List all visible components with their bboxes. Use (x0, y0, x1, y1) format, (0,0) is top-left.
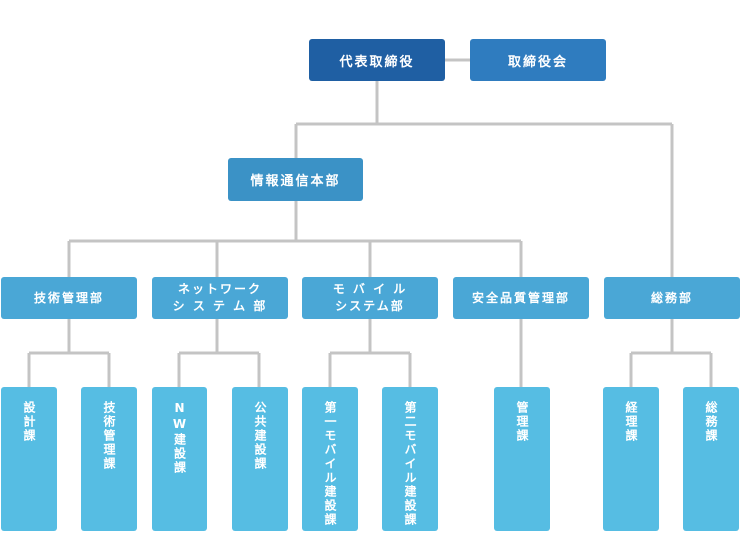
section-label: 経理課 (624, 401, 638, 443)
hq-label: 情報通信本部 (250, 174, 341, 189)
board-label: 取締役会 (507, 54, 568, 70)
dept-label: 安全品質管理部 (471, 290, 570, 305)
section-box-tech-management: 技術管理課 (81, 387, 137, 531)
section-box-accounting: 経理課 (603, 387, 659, 531)
section-label: 第二モバイル建設課 (403, 401, 417, 527)
section-label: 第一モバイル建設課 (323, 401, 337, 527)
ceo-box: 代表取締役 (309, 39, 445, 81)
dept-box-tech-management: 技術管理部 (1, 277, 137, 319)
board-box: 取締役会 (470, 39, 606, 81)
section-label: 公共建設課 (253, 401, 267, 471)
section-label: NW建設課 (172, 401, 187, 475)
section-box-management: 管理課 (494, 387, 550, 531)
section-box-nw-construction: NW建設課 (152, 387, 207, 531)
ceo-label: 代表取締役 (339, 54, 415, 70)
dept-box-general-affairs: 総務部 (604, 277, 740, 319)
section-box-public-construction: 公共建設課 (232, 387, 288, 531)
section-label: 総務課 (704, 401, 718, 443)
hq-box: 情報通信本部 (228, 158, 363, 201)
section-label: 技術管理課 (102, 401, 116, 471)
section-box-design: 設計課 (1, 387, 57, 531)
dept-box-network-system: ネットワーク シ ス テ ム 部 (152, 277, 288, 319)
section-box-mobile-construction-1: 第一モバイル建設課 (302, 387, 358, 531)
dept-label: 技術管理部 (33, 290, 104, 305)
section-box-mobile-construction-2: 第二モバイル建設課 (382, 387, 438, 531)
section-label: 設計課 (22, 401, 36, 443)
dept-label: ネットワーク シ ス テ ム 部 (172, 282, 268, 313)
dept-label: 総務部 (650, 290, 693, 305)
section-box-general-affairs: 総務課 (683, 387, 739, 531)
dept-box-safety-quality: 安全品質管理部 (453, 277, 589, 319)
dept-box-mobile-system: モ バ イ ル システム部 (302, 277, 438, 319)
dept-label: モ バ イ ル システム部 (332, 282, 408, 313)
section-label: 管理課 (515, 401, 529, 443)
